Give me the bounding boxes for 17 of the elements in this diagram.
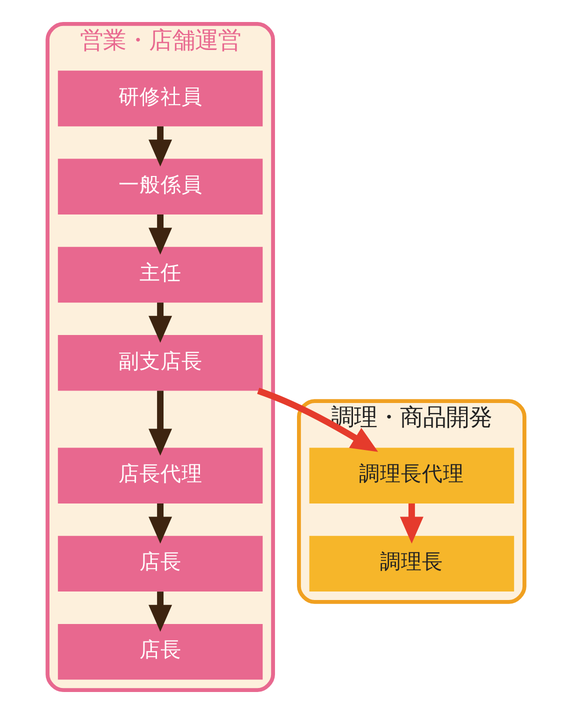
node-box: 主任: [57, 246, 262, 303]
node-box: 店長: [57, 536, 262, 592]
arrow: [399, 503, 423, 544]
node-box: 店長: [57, 624, 262, 680]
node-box: 副支店長: [57, 334, 262, 391]
arrow: [148, 126, 172, 166]
arrow: [256, 388, 378, 452]
node-box: 店長代理: [57, 448, 262, 504]
node-box: 一般係員: [57, 158, 262, 214]
arrow: [148, 503, 172, 544]
arrow: [148, 214, 172, 255]
arrow: [148, 302, 172, 343]
node-box: 調理長代理: [308, 448, 514, 504]
arrow: [148, 592, 172, 632]
arrow: [148, 390, 172, 456]
node-box: 研修社員: [57, 70, 262, 126]
node-box: 調理長: [308, 536, 514, 592]
